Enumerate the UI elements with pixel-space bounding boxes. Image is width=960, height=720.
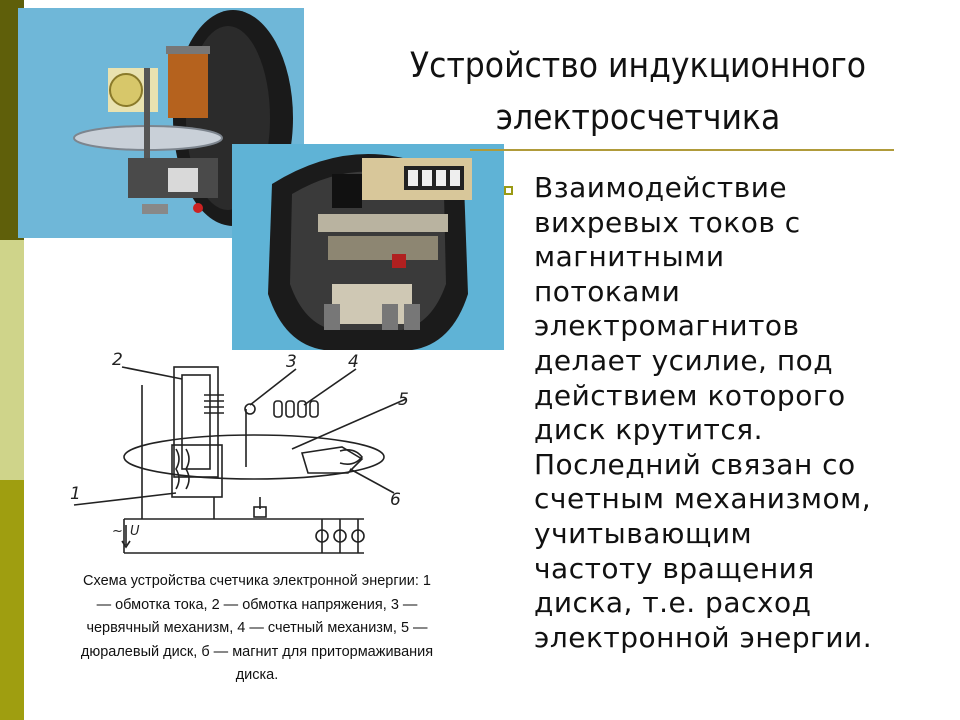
page-title: Устройство индукционного электросчетчика — [361, 40, 915, 144]
body-line: вихревых токов с — [534, 205, 801, 239]
body-line: частоту вращения — [534, 551, 815, 585]
caption-line: Схема устройства счетчика электронной эн… — [83, 573, 431, 589]
caption-line: диска. — [235, 667, 279, 683]
meter-schematic: 2 3 4 5 6 1 U ~ — [64, 345, 434, 565]
body-line: электронной энергии. — [534, 620, 873, 654]
body-line: действием которого — [534, 378, 846, 412]
diagram-label-5: 5 — [398, 390, 409, 410]
body-line: потоками — [534, 274, 681, 308]
left-bar-olive — [0, 480, 24, 720]
diagram-caption: Схема устройства счетчика электронной эн… — [22, 570, 492, 688]
body-line: диска, т.е. расход — [534, 586, 812, 620]
diagram-voltage-label: U — [130, 524, 140, 539]
meter-photo-front — [232, 144, 504, 350]
title-line-2: электросчетчика — [495, 98, 781, 138]
body-line: Взаимодействие — [534, 171, 788, 204]
title-divider — [470, 149, 894, 151]
body-line: учитывающим — [534, 516, 753, 550]
caption-line: дюралевый диск, б — магнит для притормаж… — [80, 643, 434, 660]
caption-line: — обмотка тока, 2 — обмотка напряжения, … — [96, 596, 418, 613]
body-line: счетным механизмом, — [534, 482, 872, 516]
diagram-tilde-label: ~ — [112, 524, 123, 539]
bullet-square-icon — [504, 186, 513, 195]
diagram-label-1: 1 — [70, 484, 81, 504]
body-line: электромагнитов — [534, 309, 800, 343]
diagram-label-6: 6 — [390, 490, 401, 510]
schematic-drawing: 2 3 4 5 6 1 U ~ — [70, 350, 409, 554]
meter-photo-side — [18, 8, 304, 238]
body-line: диск крутится. — [534, 413, 763, 447]
bullet-paragraph: Взаимодействие вихревых токов с магнитны… — [534, 171, 944, 655]
diagram-label-4: 4 — [348, 352, 359, 372]
left-bar-light — [0, 240, 24, 480]
title-line-1: Устройство индукционного — [409, 46, 867, 86]
body-line: Последний связан со — [534, 447, 856, 481]
body-line: магнитными — [534, 240, 725, 274]
caption-line: червячный механизм, 4 — счетный механизм… — [86, 620, 428, 636]
diagram-label-2: 2 — [112, 350, 123, 370]
body-line: делает усилие, под — [534, 343, 834, 377]
diagram-label-3: 3 — [286, 352, 297, 372]
